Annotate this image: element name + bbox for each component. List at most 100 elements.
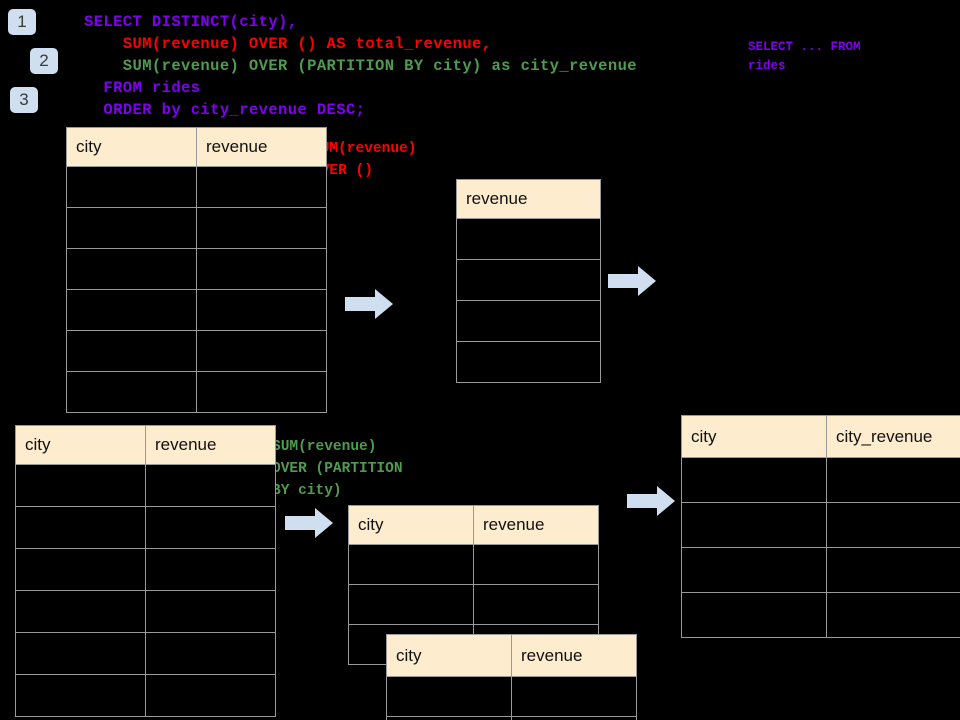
sql-line-from: FROM rides [84,79,201,97]
step-badge-1: 1 [8,9,36,35]
cell-city-revenue [826,457,960,503]
table-row [66,207,327,249]
table-row [348,584,599,625]
cell-revenue [196,207,327,249]
cell-city [15,590,146,633]
table-header-row: city revenue [386,634,637,677]
cell-revenue [456,218,601,260]
cell-revenue [145,464,276,507]
cell-city [66,371,197,413]
column-header-revenue: revenue [473,505,599,545]
table-total-revenue-result: revenue [456,179,601,383]
annotation-total-revenue-line1: SUM(revenue) [312,141,417,157]
cell-revenue [145,674,276,717]
annotation-city-revenue-line1: SUM(revenue) [272,439,377,455]
sql-line-total: SUM(revenue) OVER () AS total_revenue, [84,35,492,53]
table-row [456,218,601,260]
cell-revenue [196,330,327,372]
cell-revenue [196,289,327,331]
cell-city [15,548,146,591]
table-header-row: city revenue [348,505,599,545]
arrow-partition-to-final [627,486,675,516]
table-row [66,330,327,372]
column-header-revenue: revenue [456,179,601,219]
cell-city [386,676,512,717]
table-partition-b: city revenue [386,634,637,720]
table-source-bottom: city revenue [15,425,276,717]
cell-revenue [473,584,599,625]
cell-city [348,584,474,625]
table-header-row: city revenue [66,127,327,167]
table-row [348,544,599,585]
column-header-city: city [681,415,827,458]
column-header-revenue: revenue [511,634,637,677]
step-badge-2: 2 [30,48,58,74]
cell-city [15,506,146,549]
column-header-city: city [386,634,512,677]
table-row [386,676,637,717]
step-badge-3: 3 [10,87,38,113]
column-header-city: city [15,425,146,465]
table-row [66,166,327,208]
cell-city [66,166,197,208]
table-row [15,590,276,633]
cell-city [66,330,197,372]
cell-revenue [145,632,276,675]
table-row [15,674,276,717]
table-row [456,341,601,383]
cell-revenue [456,259,601,301]
arrow-total-to-final [608,266,656,296]
cell-city [348,544,474,585]
sidenote-rides: rides [748,59,786,73]
table-header-row: city revenue [15,425,276,465]
arrow-source-to-total [345,289,393,319]
column-header-city: city [348,505,474,545]
table-row [681,547,960,593]
sql-line-order: ORDER by city_revenue DESC; [84,101,366,119]
cell-city [681,547,827,593]
table-row [15,464,276,507]
cell-revenue [456,341,601,383]
table-row [681,457,960,503]
table-row [15,632,276,675]
cell-revenue [196,166,327,208]
column-header-revenue: revenue [145,425,276,465]
cell-city [681,592,827,638]
table-header-row: revenue [456,179,601,219]
table-row [386,716,637,720]
cell-revenue [511,676,637,717]
table-final-result: city city_revenue [681,415,960,638]
cell-revenue [145,506,276,549]
table-row [66,248,327,290]
table-row [66,289,327,331]
table-row [15,506,276,549]
cell-revenue [511,716,637,720]
table-source-top: city revenue [66,127,327,413]
cell-city [681,502,827,548]
cell-city-revenue [826,502,960,548]
column-header-city: city [66,127,197,167]
cell-city [386,716,512,720]
cell-revenue [196,248,327,290]
table-row [681,502,960,548]
table-row [15,548,276,591]
sql-line-partition: SUM(revenue) OVER (PARTITION BY city) as… [84,57,637,75]
sql-line-select: SELECT DISTINCT(city), [84,13,298,31]
cell-city [66,248,197,290]
annotation-city-revenue-line3: BY city) [272,483,342,499]
cell-city [15,464,146,507]
cell-city [15,632,146,675]
cell-city [15,674,146,717]
column-header-revenue: revenue [196,127,327,167]
cell-revenue [473,544,599,585]
cell-city [66,207,197,249]
column-header-city-revenue: city_revenue [826,415,960,458]
table-header-row: city city_revenue [681,415,960,458]
table-row [66,371,327,413]
annotation-city-revenue-line2: OVER (PARTITION [272,461,403,477]
cell-revenue [145,590,276,633]
cell-city [681,457,827,503]
sidenote-select-from: SELECT ... FROM [748,40,861,54]
cell-revenue [145,548,276,591]
